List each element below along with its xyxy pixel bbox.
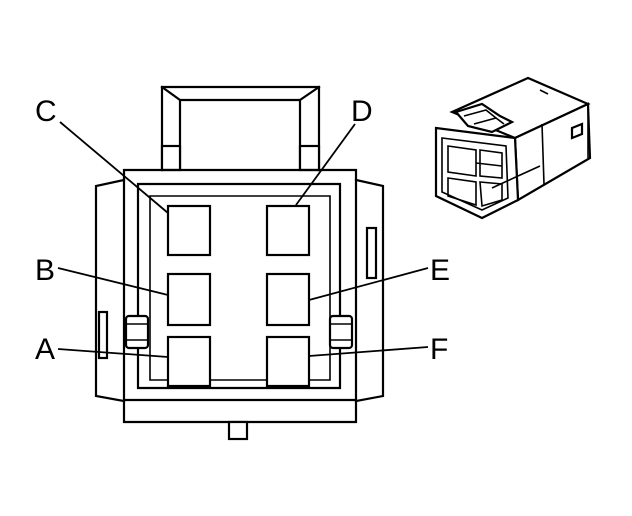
left-peg <box>124 314 150 350</box>
label-c: C <box>35 95 57 128</box>
right-peg <box>328 314 354 350</box>
leader-b <box>57 267 169 296</box>
housing-outer <box>94 168 385 424</box>
cavity-e <box>265 272 311 327</box>
bottom-key <box>227 420 249 441</box>
left-slot <box>97 310 109 360</box>
leader-d <box>295 123 356 206</box>
cavity-d <box>265 204 311 257</box>
cavity-c <box>166 204 212 257</box>
cavity-f <box>265 335 311 388</box>
pin-labels: C D B E A F <box>35 95 450 366</box>
label-b: B <box>35 254 55 287</box>
label-a: A <box>35 333 55 366</box>
cavity-b <box>166 272 212 327</box>
leader-a <box>57 348 169 358</box>
label-e: E <box>430 254 450 287</box>
connector-isometric-view <box>434 76 592 220</box>
leader-f <box>308 346 429 357</box>
label-f: F <box>430 333 448 366</box>
leader-lines <box>57 121 429 358</box>
connector-face-view <box>94 85 385 441</box>
label-d: D <box>351 95 373 128</box>
cavity-a <box>166 335 212 388</box>
leader-c <box>59 121 169 214</box>
right-slot <box>365 226 378 280</box>
latch-tab <box>160 85 321 172</box>
leader-e <box>308 267 429 301</box>
